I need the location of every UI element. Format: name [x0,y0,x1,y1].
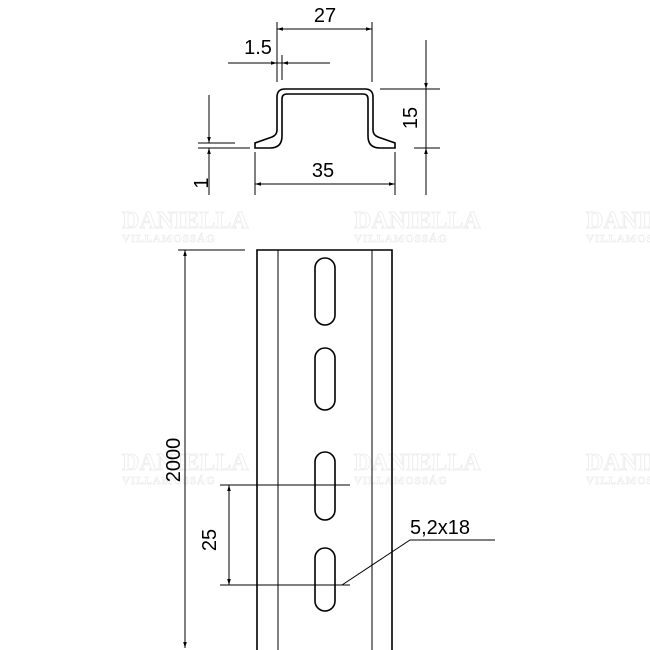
watermark-text: DANIELLA [122,450,249,476]
rail-front-view [256,249,393,650]
dimension-label: 15 [400,107,422,129]
dimension-label: 25 [199,529,221,551]
slot [314,347,336,411]
dimension-height: 15 [380,40,440,195]
dimension-label: 2000 [163,438,185,483]
dimension-label: 35 [312,160,334,182]
dimension-base-width: 35 [254,152,396,195]
watermark: DANIELLA VILLAMOSSÁG DANIELLA VILLAMOSSÁ… [122,208,650,488]
watermark-text: DANIELLA [354,450,481,476]
dimension-slot-size: 5,2x18 [341,517,495,586]
dimension-flange-offset: 1 [191,95,250,195]
dimension-label: 27 [314,5,336,27]
slot [314,547,336,612]
dimension-thickness: 1.5 [228,37,330,80]
dimension-label: 1.5 [244,37,272,59]
dimension-slot-pitch: 25 [199,484,350,586]
watermark-text: DANIELLA [586,208,650,234]
watermark-text: VILLAMOSSÁG [586,233,650,245]
dimension-top-width: 27 [276,5,373,82]
watermark-text: DANIELLA [354,208,481,234]
watermark-text: VILLAMOSSÁG [354,475,448,487]
watermark-text: DANIELLA [122,208,249,234]
watermark-text: VILLAMOSSÁG [586,475,650,487]
watermark-text: DANIELLA [586,450,650,476]
dimension-label: 5,2x18 [410,517,470,539]
watermark-text: VILLAMOSSÁG [354,233,448,245]
dimension-label: 1 [191,177,213,188]
slot [314,257,336,326]
rail-profile [254,88,396,149]
watermark-text: VILLAMOSSÁG [122,233,216,245]
slot [314,451,336,521]
watermark-text: VILLAMOSSÁG [122,475,216,487]
dimension-length: 2000 [163,249,245,648]
